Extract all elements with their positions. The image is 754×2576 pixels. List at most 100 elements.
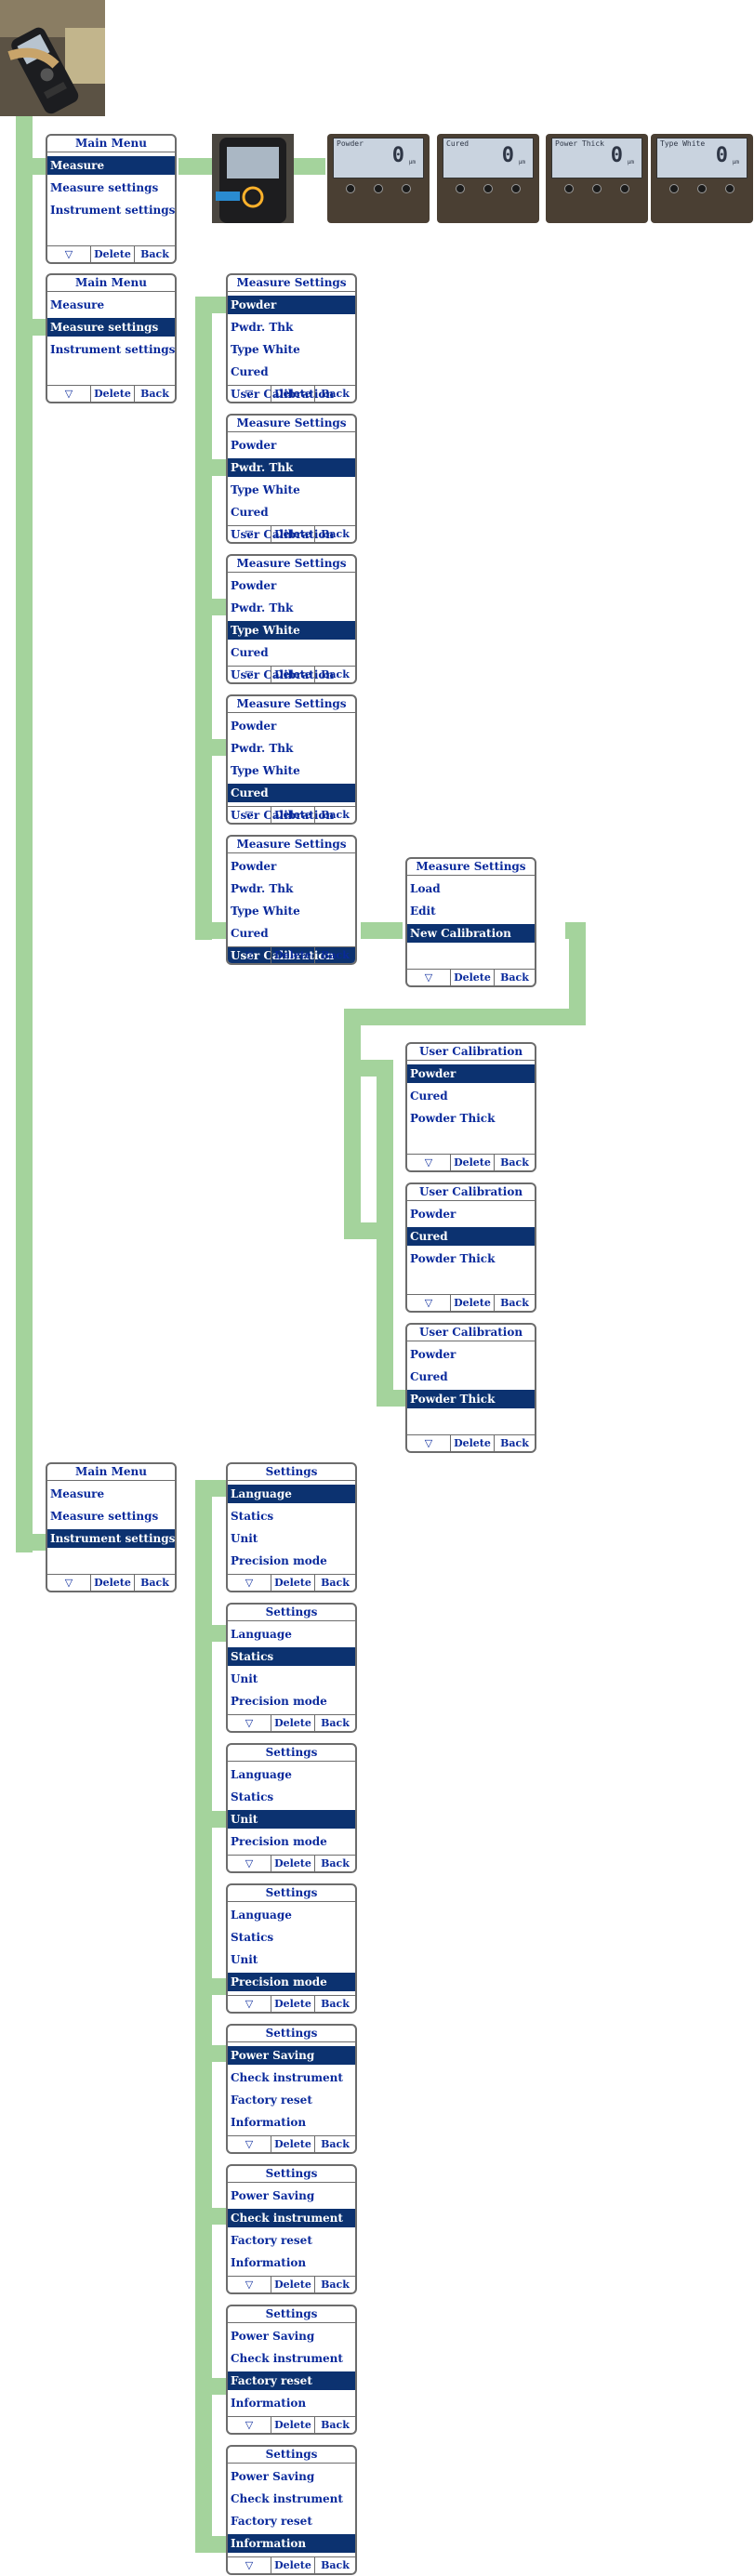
down-arrow-button[interactable]: ▽ — [228, 386, 271, 402]
menu-item[interactable]: User Calibration — [231, 528, 335, 541]
menu-item[interactable]: Measure — [50, 298, 105, 311]
down-arrow-button[interactable]: ▽ — [47, 1575, 91, 1591]
back-button[interactable]: Back — [140, 248, 169, 260]
menu-item[interactable]: Pwdr. Thk — [231, 882, 294, 895]
menu-item[interactable]: Unit — [228, 1810, 355, 1829]
menu-item[interactable]: Powder Thick — [407, 1390, 535, 1408]
menu-item[interactable]: Measure — [50, 1487, 105, 1500]
menu-item[interactable]: Instrument settings — [50, 204, 176, 217]
down-arrow-button[interactable]: ▽ — [407, 970, 451, 985]
delete-button[interactable]: Delete — [271, 2557, 315, 2573]
menu-item[interactable]: Powder — [231, 720, 277, 733]
down-arrow-button[interactable]: ▽ — [47, 246, 91, 262]
menu-item[interactable]: Precision mode — [231, 1695, 327, 1708]
menu-item[interactable]: Powder Thick — [410, 1252, 496, 1265]
device-button[interactable] — [592, 184, 602, 193]
menu-item[interactable]: Type White — [231, 343, 300, 356]
device-button[interactable] — [402, 184, 411, 193]
device-button[interactable] — [697, 184, 707, 193]
menu-item[interactable]: Pwdr. Thk — [231, 601, 294, 614]
down-arrow-button[interactable]: ▽ — [228, 667, 271, 682]
menu-item[interactable]: Cured — [407, 1227, 535, 1246]
back-button[interactable]: Back — [321, 2138, 350, 2150]
menu-item[interactable]: Measure settings — [47, 318, 175, 337]
down-arrow-button[interactable]: ▽ — [228, 2277, 271, 2292]
down-arrow-button[interactable]: ▽ — [47, 386, 91, 402]
menu-item[interactable]: Information — [231, 2116, 307, 2129]
menu-item[interactable]: Measure — [47, 156, 175, 175]
down-arrow-button[interactable]: ▽ — [228, 947, 271, 963]
back-button[interactable]: Back — [321, 668, 350, 680]
menu-item[interactable]: User Calibration — [231, 809, 335, 822]
menu-item[interactable]: Pwdr. Thk — [231, 742, 294, 755]
device-button[interactable] — [725, 184, 734, 193]
back-button[interactable]: Back — [321, 949, 350, 961]
menu-item[interactable]: Power Saving — [231, 2189, 315, 2202]
down-arrow-button[interactable]: ▽ — [228, 2417, 271, 2433]
menu-item[interactable]: Information — [228, 2534, 355, 2553]
down-arrow-button[interactable]: ▽ — [228, 1575, 271, 1591]
down-arrow-button[interactable]: ▽ — [228, 1715, 271, 1731]
menu-item[interactable]: New Calibration — [407, 924, 535, 943]
delete-button[interactable]: Delete — [271, 1996, 315, 2012]
down-arrow-button[interactable]: ▽ — [228, 2557, 271, 2573]
menu-item[interactable]: User Calibration — [231, 388, 335, 401]
menu-item[interactable]: Cured — [410, 1090, 448, 1103]
menu-item[interactable]: Load — [410, 882, 441, 895]
menu-item[interactable]: Cured — [410, 1370, 448, 1383]
menu-item[interactable]: Type White — [231, 764, 300, 777]
delete-button[interactable]: Delete — [271, 1575, 315, 1591]
delete-button[interactable]: Delete — [451, 970, 495, 985]
device-button[interactable] — [346, 184, 355, 193]
down-arrow-button[interactable]: ▽ — [228, 2136, 271, 2152]
menu-item[interactable]: Factory reset — [228, 2371, 355, 2390]
delete-button[interactable]: Delete — [271, 807, 315, 823]
delete-button[interactable]: Delete — [271, 386, 315, 402]
delete-button[interactable]: Delete — [271, 1715, 315, 1731]
down-arrow-button[interactable]: ▽ — [228, 807, 271, 823]
menu-item[interactable]: Statics — [228, 1647, 355, 1666]
device-button[interactable] — [511, 184, 521, 193]
menu-item[interactable]: Information — [231, 2256, 307, 2269]
device-button[interactable] — [620, 184, 629, 193]
menu-item[interactable]: Instrument settings — [50, 343, 176, 356]
menu-item[interactable]: Precision mode — [231, 1835, 327, 1848]
down-arrow-button[interactable]: ▽ — [228, 526, 271, 542]
delete-button[interactable]: Delete — [271, 2417, 315, 2433]
back-button[interactable]: Back — [500, 971, 529, 984]
back-button[interactable]: Back — [140, 1577, 169, 1589]
delete-button[interactable]: Delete — [271, 667, 315, 682]
menu-item[interactable]: Unit — [231, 1532, 258, 1545]
back-button[interactable]: Back — [140, 388, 169, 400]
menu-item[interactable]: Powder — [407, 1064, 535, 1083]
menu-item[interactable]: Power Saving — [231, 2330, 315, 2343]
menu-item[interactable]: Powder Thick — [410, 1112, 496, 1125]
menu-item[interactable]: Precision mode — [228, 1973, 355, 1991]
down-arrow-button[interactable]: ▽ — [407, 1155, 451, 1170]
menu-item[interactable]: Type White — [228, 621, 355, 640]
delete-button[interactable]: Delete — [91, 1575, 135, 1591]
menu-item[interactable]: Statics — [231, 1931, 274, 1944]
menu-item[interactable]: Check instrument — [231, 2492, 343, 2505]
menu-item[interactable]: Measure settings — [50, 1510, 159, 1523]
down-arrow-button[interactable]: ▽ — [228, 1856, 271, 1871]
menu-item[interactable]: Powder — [231, 860, 277, 873]
delete-button[interactable]: Delete — [271, 526, 315, 542]
menu-item[interactable]: Powder — [231, 579, 277, 592]
menu-item[interactable]: Powder — [231, 439, 277, 452]
device-button[interactable] — [456, 184, 465, 193]
menu-item[interactable]: Language — [231, 1628, 292, 1641]
down-arrow-button[interactable]: ▽ — [407, 1295, 451, 1311]
back-button[interactable]: Back — [321, 2279, 350, 2291]
back-button[interactable]: Back — [321, 1998, 350, 2010]
menu-item[interactable]: Check instrument — [231, 2071, 343, 2084]
menu-item[interactable]: Factory reset — [231, 2515, 312, 2528]
device-button[interactable] — [564, 184, 574, 193]
delete-button[interactable]: Delete — [451, 1435, 495, 1451]
menu-item[interactable]: User Calibration — [231, 668, 335, 681]
device-button[interactable] — [669, 184, 679, 193]
delete-button[interactable]: Delete — [91, 386, 135, 402]
menu-item[interactable]: Language — [231, 1768, 292, 1781]
menu-item[interactable]: Unit — [231, 1672, 258, 1685]
menu-item[interactable]: Factory reset — [231, 2094, 312, 2107]
